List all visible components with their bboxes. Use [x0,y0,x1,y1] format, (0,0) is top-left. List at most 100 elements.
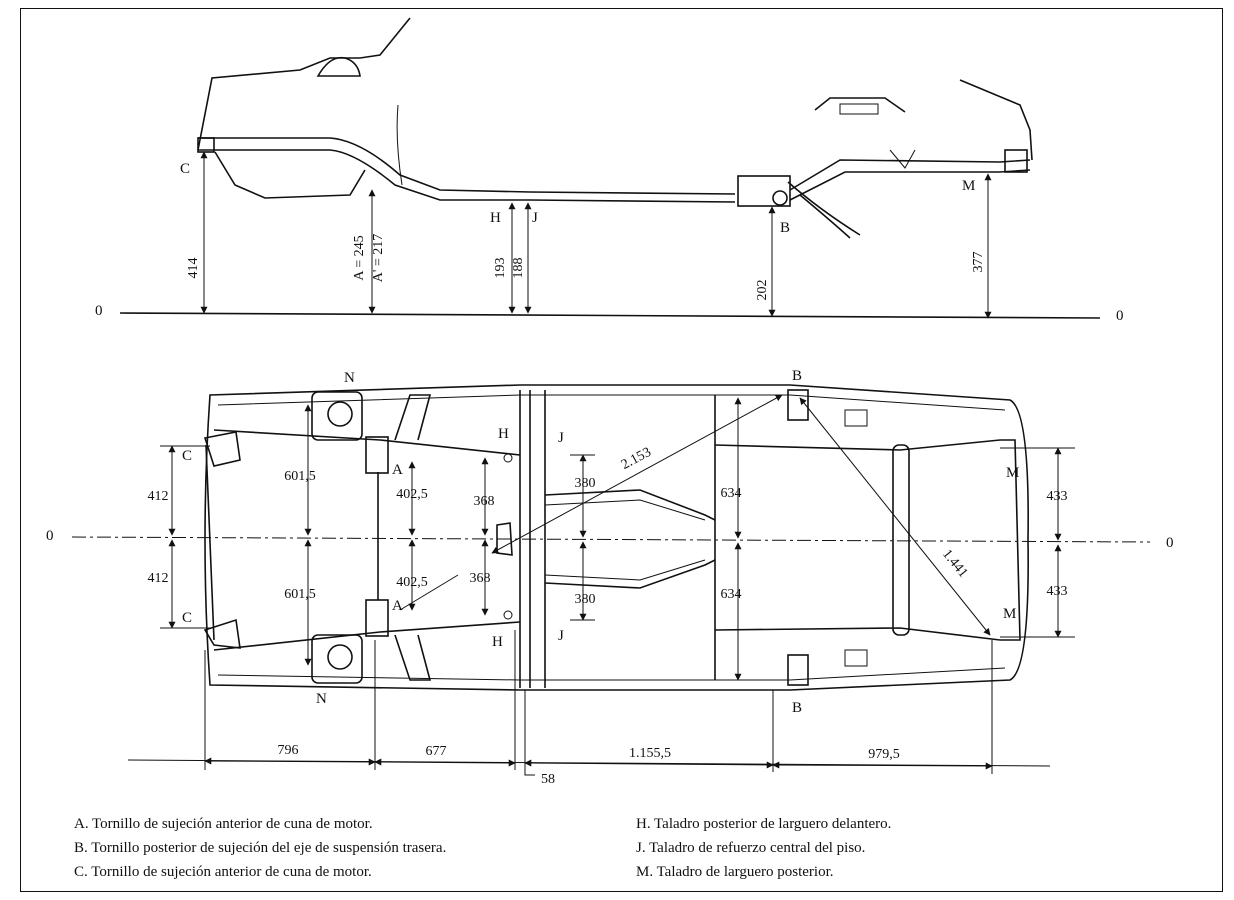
label-M-top: M [1006,465,1019,481]
side-view: C H J B M 0 0 414 A = 245 A' = 217 193 1… [95,17,1124,324]
label-M-bottom: M [1003,606,1016,622]
label-zero-right-top: 0 [1166,535,1174,551]
height-B: 202 [755,280,770,301]
top-view: N N B B C C A A H H J J M M 0 0 412 412 … [46,368,1174,787]
point-H-bottom-hole [503,610,513,620]
label-H-top: H [498,426,509,442]
rear-dome-panel [839,103,879,115]
label-M-side: M [962,178,975,194]
point-C-bottom-bracket [203,618,241,649]
point-A-bottom-bracket [365,599,389,637]
length-B-M: 979,5 [868,747,900,762]
front-crossmember [205,444,215,641]
height-M: 377 [971,252,986,273]
height-A: A = 245 [352,235,367,280]
label-C-side: C [180,161,190,177]
rear-body-outline [959,79,1033,161]
diagonal-long [491,394,783,554]
label-A-top: A [392,462,403,478]
width-N-top: 601,5 [284,469,316,484]
floor-outline [204,384,1029,691]
rear-frame-upper [789,159,1031,191]
height-H: 193 [493,258,508,279]
point-N-top-mount [311,391,363,441]
height-J: 188 [511,258,526,279]
legend-item-C: C. Tornillo de sujeción anterior de cuna… [74,864,372,880]
label-N-bottom: N [316,691,327,707]
width-H-bottom: 368 [470,571,491,586]
label-B-top: B [792,368,802,384]
label-B-side: B [780,220,790,236]
width-J-top: 380 [575,476,596,491]
width-H-top: 368 [474,494,495,509]
length-J-B: 1.155,5 [629,746,671,761]
front-diagonal-bottom [394,634,432,681]
point-B-bolt [772,190,788,206]
point-B-bracket [737,175,791,207]
rear-floor-top-rail [714,439,1001,451]
label-zero-left-side: 0 [95,303,103,319]
point-B-bottom-bracket [787,654,809,686]
legend-item-A: A. Tornillo de sujeción anterior de cuna… [74,816,373,832]
frame-lower [198,149,736,203]
width-B-top: 634 [721,486,742,501]
label-J-top: J [558,430,564,446]
floor-inner-bottom [217,667,1006,681]
diagonal-short-value: 1.441 [939,547,970,581]
point-A-top-bracket [365,436,389,474]
rear-crossmember [892,444,910,636]
label-N-top: N [344,370,355,386]
front-dome [316,56,361,77]
wheel-arch-line [396,104,403,186]
label-A-bottom: A [392,598,403,614]
point-N-bottom-hole [327,644,353,670]
label-C-bottom: C [182,610,192,626]
legend-right: H. Taladro posterior de larguero delante… [636,812,891,884]
rear-frame-lower [789,169,1031,201]
legend-item-J: J. Taladro de refuerzo central del piso. [636,840,866,856]
point-M-block [1004,149,1028,173]
leader-368 [399,574,459,611]
rear-floor-bottom-rail [714,627,1001,641]
point-C-top-bracket [203,431,241,467]
width-C-top: 412 [148,489,169,504]
diagonal-short [799,397,991,636]
ground-line [119,312,1101,319]
width-A-bottom: 402,5 [396,575,428,590]
tunnel-bottom-inner [544,559,706,581]
label-H-side: H [490,210,501,226]
diagonal-long-value: 2.153 [619,445,654,473]
height-C: 414 [186,258,201,279]
label-J-side: J [532,210,538,226]
tunnel-bottom [544,559,716,589]
front-body-outline [197,17,411,151]
legend-item-H: H. Taladro posterior de larguero delante… [636,816,892,832]
rear-end-frame [1000,439,1021,641]
width-N-bottom: 601,5 [284,587,316,602]
width-B-bottom: 634 [721,587,742,602]
label-zero-right-side: 0 [1116,308,1124,324]
width-C-bottom: 412 [148,571,169,586]
label-C-top: C [182,448,192,464]
rear-axle-arm-2 [799,194,851,239]
length-H-J: 58 [541,772,555,787]
rear-bracket [889,149,916,169]
height-A-prime: A' = 217 [371,234,386,283]
front-longeron-bottom [213,621,521,651]
length-A-H: 677 [426,744,447,759]
width-M-top: 433 [1047,489,1068,504]
width-J-bottom: 380 [575,592,596,607]
front-diagonal-top [394,394,432,441]
label-B-bottom: B [792,700,802,716]
center-axis [71,536,1151,543]
legend-left: A. Tornillo de sujeción anterior de cuna… [74,812,446,884]
point-N-top-hole [327,401,353,427]
label-zero-left-top: 0 [46,528,54,544]
legend-item-B: B. Tornillo posterior de sujeción del ej… [74,840,447,856]
point-H-top-hole [503,453,513,463]
rear-plate-bottom [844,649,868,667]
rear-plate-top [844,409,868,427]
front-pan [214,151,366,199]
length-C-A: 796 [278,743,299,758]
